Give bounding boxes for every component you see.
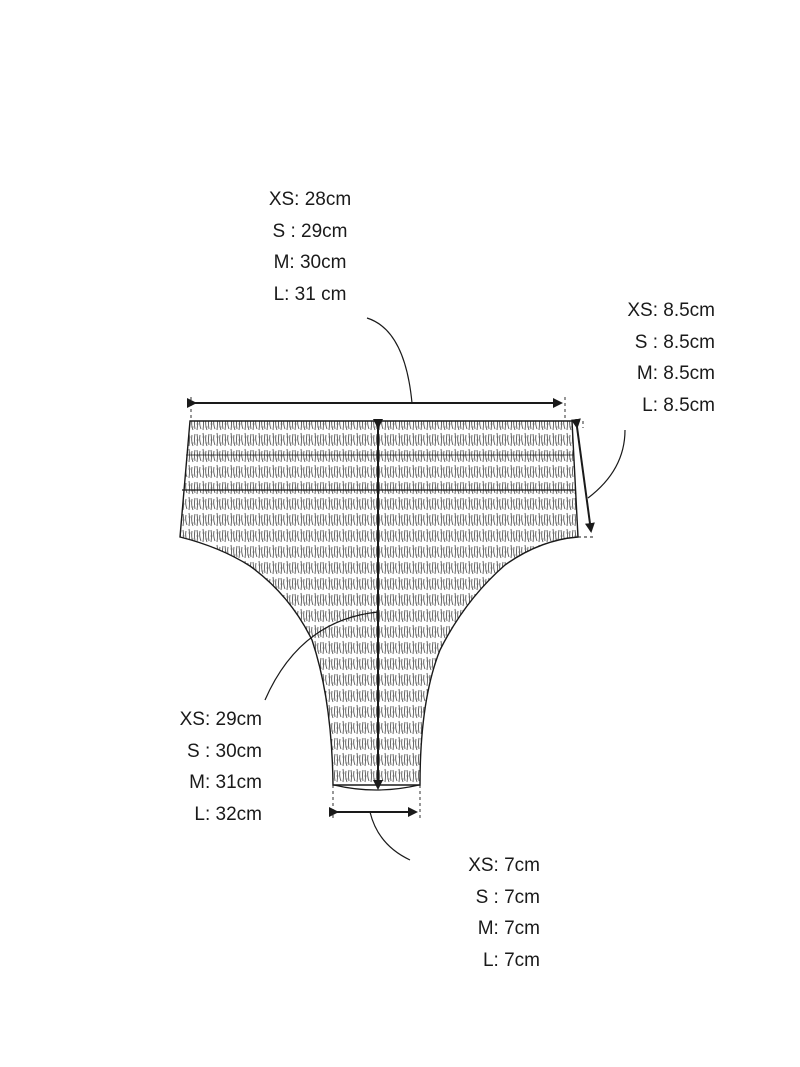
gusset-width-labels: XS: 7cm S : 7cm M: 7cm L: 7cm [390, 850, 540, 976]
length-m-label: M: 31cm [189, 772, 262, 793]
gusset-m-label: M: 7cm [477, 918, 540, 939]
waist-l-label: L: 31 cm [273, 283, 347, 305]
length-leader-line [264, 611, 379, 701]
band-height-arrow [570, 418, 595, 533]
total-length-labels: XS: 29cm S : 30cm M: 31cm L: 32cm [112, 704, 262, 830]
gusset-leader-line [369, 811, 411, 861]
waist-xs-label: XS: 28cm [268, 189, 352, 210]
band-xs-label: XS: 8.5cm [627, 300, 715, 321]
waist-width-labels: XS: 28cm S : 29cm M: 30cm L: 31 cm [235, 184, 385, 310]
length-s-label: S : 30cm [187, 740, 262, 762]
waist-leader-line [366, 317, 413, 404]
length-l-label: L: 32cm [194, 803, 262, 825]
band-height-labels: XS: 8.5cm S : 8.5cm M: 8.5cm L: 8.5cm [565, 295, 715, 421]
gusset-l-label: L: 7cm [482, 949, 540, 971]
length-xs-label: XS: 29cm [179, 709, 262, 730]
waist-m-label: M: 30cm [273, 252, 347, 273]
gusset-edge [333, 784, 420, 791]
waist-s-label: S : 29cm [272, 220, 348, 242]
band-m-label: M: 8.5cm [636, 363, 715, 384]
band-s-label: S : 8.5cm [634, 331, 715, 353]
band-l-label: L: 8.5cm [642, 394, 715, 416]
band-leader-line [587, 429, 626, 499]
gusset-s-label: S : 7cm [475, 886, 540, 908]
gusset-xs-label: XS: 7cm [468, 855, 540, 876]
